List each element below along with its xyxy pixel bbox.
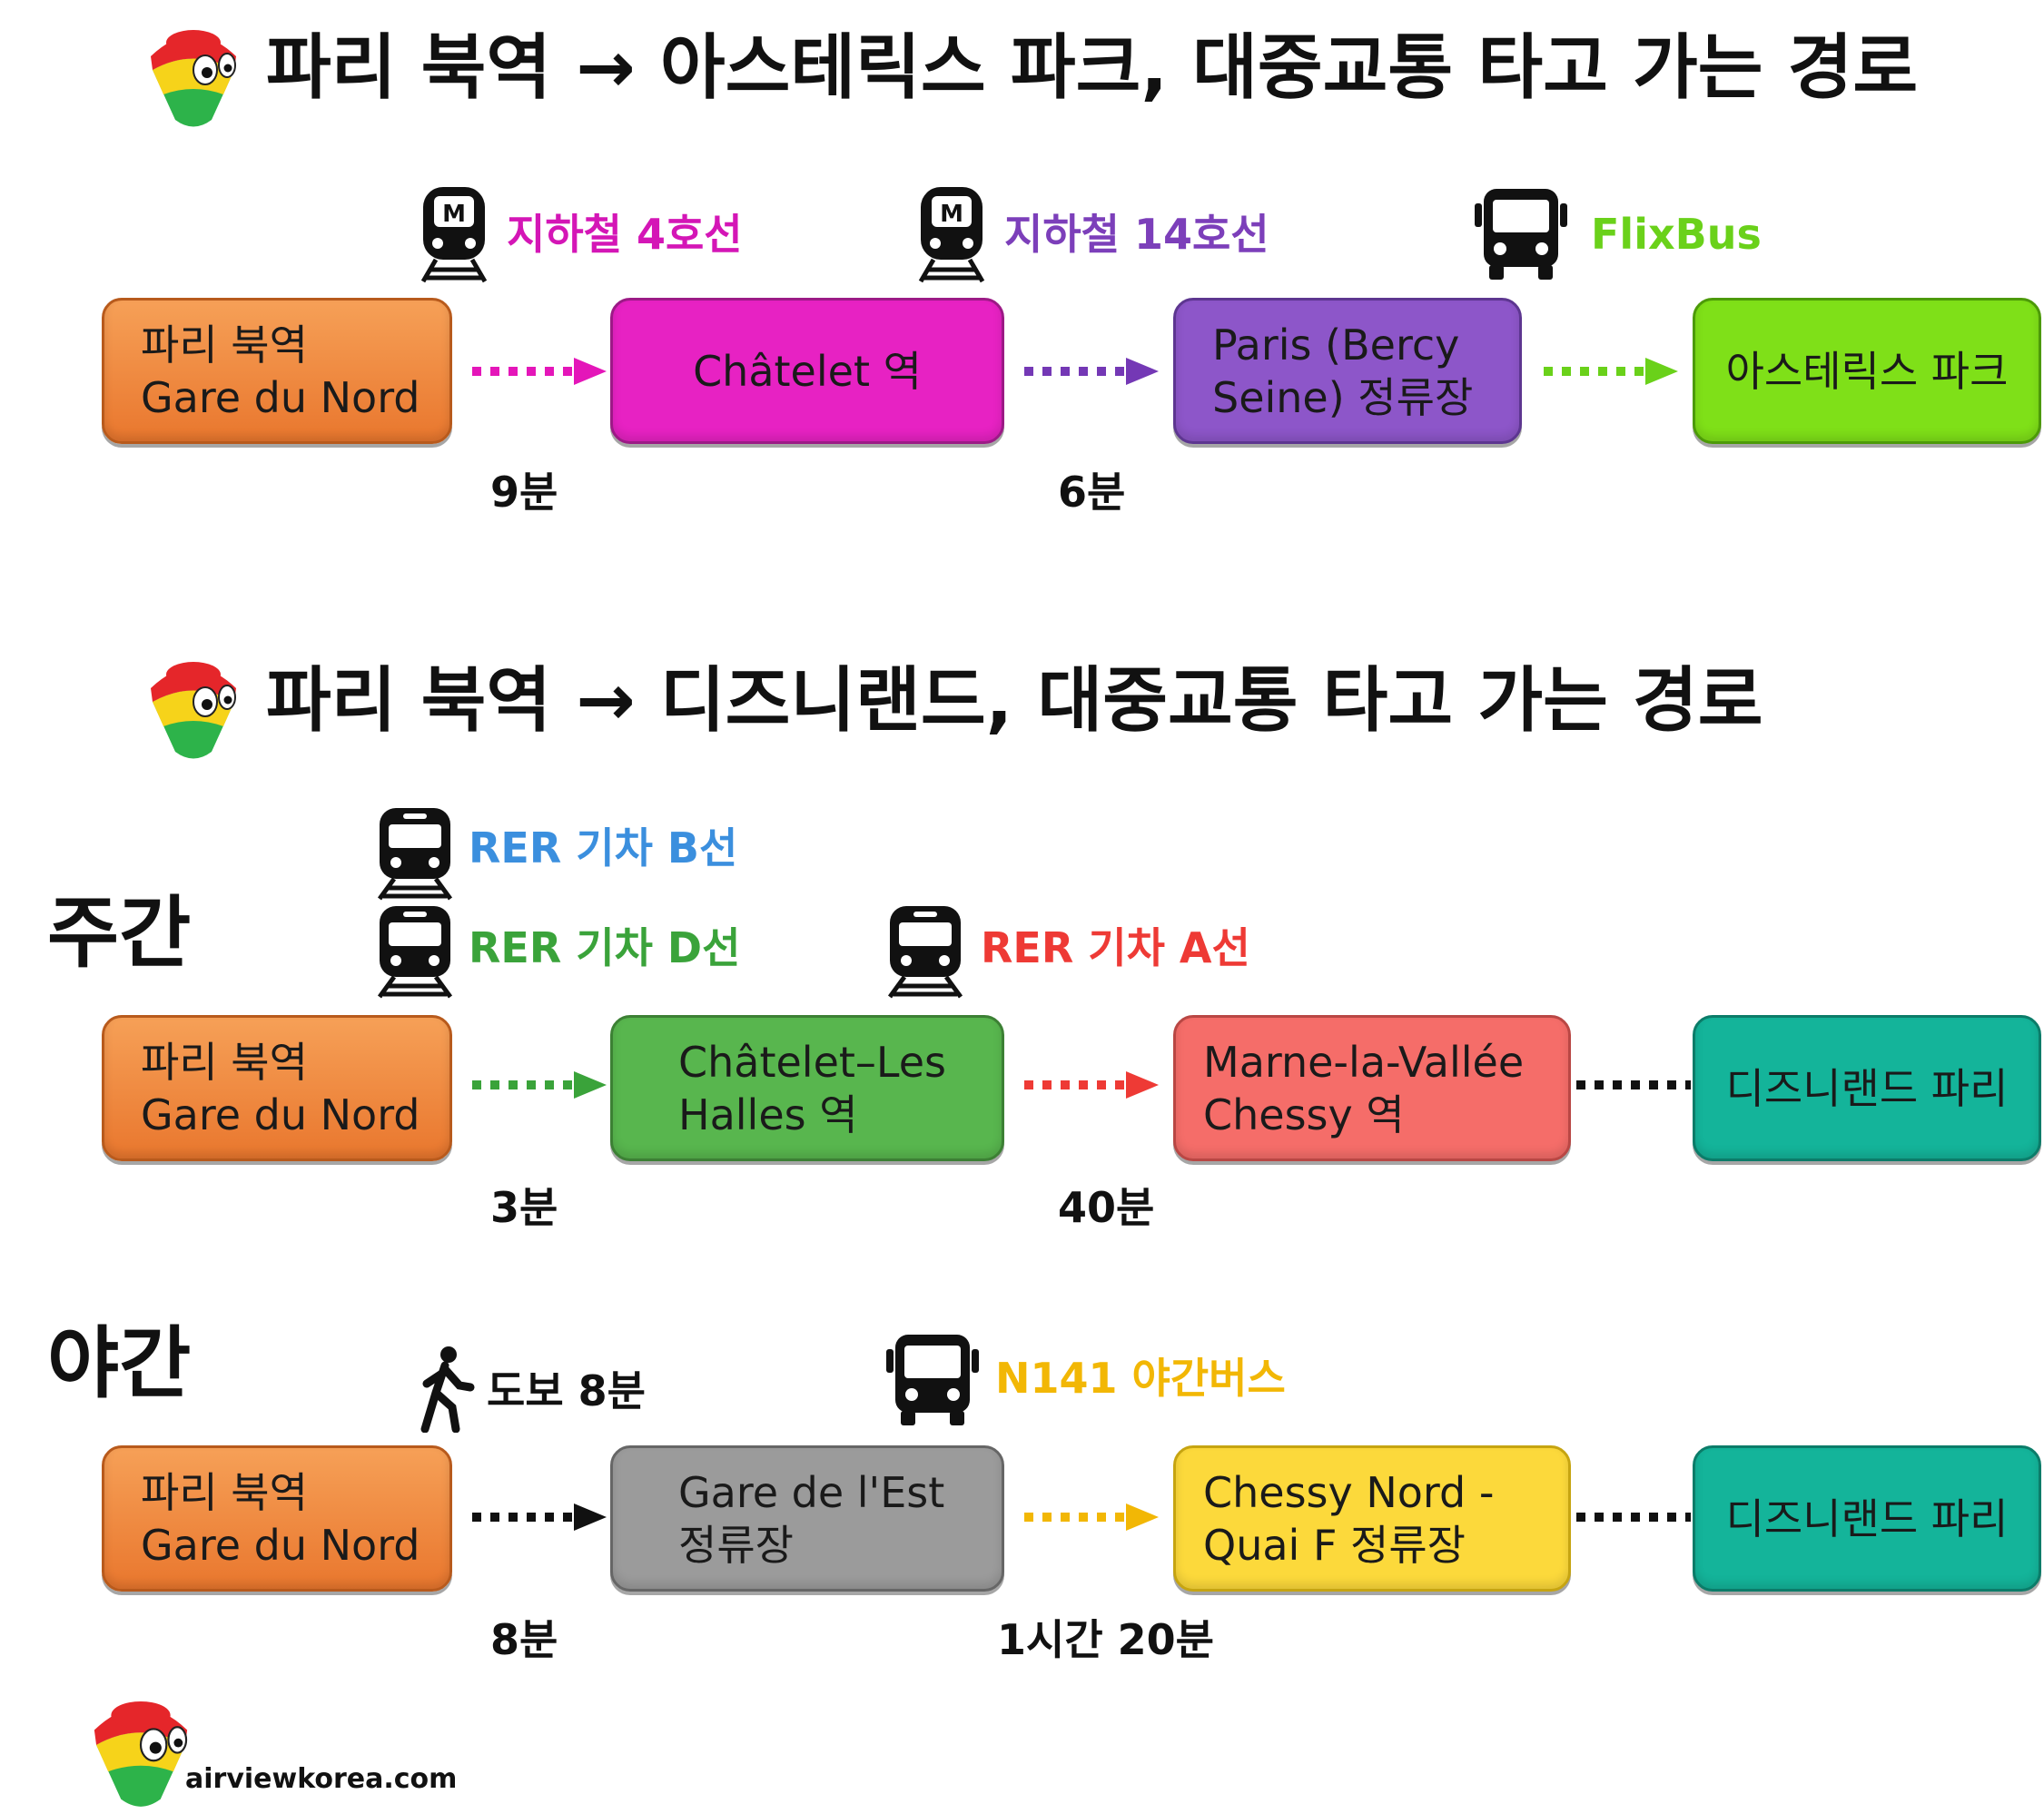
stop-label: Marne-la-Vallée Chessy 역 — [1203, 1037, 1525, 1139]
duration-label: 40분 — [1058, 1183, 1155, 1232]
transport-label-rer-a: RER 기차 A선 — [981, 923, 1250, 972]
stop-box-disneyland-paris: 디즈니랜드 파리 — [1693, 1015, 2041, 1161]
mascot-logo-icon — [151, 662, 236, 759]
duration-label: 9분 — [490, 468, 558, 517]
duration-label: 1시간 20분 — [997, 1615, 1214, 1664]
metro-icon: M — [918, 187, 985, 283]
stop-label: 파리 북역 Gare du Nord — [141, 320, 420, 422]
stop-box-chatelet: Châtelet 역 — [610, 298, 1004, 444]
svg-text:M: M — [442, 201, 466, 228]
transport-label-rer-d: RER 기차 D선 — [469, 923, 741, 972]
walking-person-icon — [420, 1346, 475, 1433]
duration-label: 8분 — [490, 1615, 558, 1664]
dotted-arrow — [1544, 358, 1678, 385]
stop-box-paris-bercy-seine: Paris (Bercy Seine) 정류장 — [1173, 298, 1522, 444]
dotted-arrow — [472, 1503, 607, 1531]
dotted-arrow — [1024, 1071, 1159, 1099]
stop-box-gare-de-l-est: Gare de l'Est 정류장 — [610, 1445, 1004, 1592]
bus-icon — [1475, 189, 1567, 280]
dotted-connector — [1576, 1080, 1691, 1089]
stop-box-chessy-nord-quai-f: Chessy Nord - Quai F 정류장 — [1173, 1445, 1571, 1592]
stop-box-marne-la-vallee-chessy: Marne-la-Vallée Chessy 역 — [1173, 1015, 1571, 1161]
mascot-logo-icon — [151, 30, 236, 127]
stop-box-chatelet-les-halles: Châtelet–Les Halles 역 — [610, 1015, 1004, 1161]
metro-icon: M — [420, 187, 488, 283]
transport-label-metro-4: 지하철 4호선 — [507, 210, 743, 259]
footer-site-link[interactable]: airviewkorea.com — [185, 1763, 458, 1795]
train-icon — [377, 906, 453, 999]
dotted-arrow — [1024, 358, 1159, 385]
transport-label-n141: N141 야간버스 — [995, 1354, 1286, 1403]
duration-label: 3분 — [490, 1183, 558, 1232]
stop-box-gare-du-nord: 파리 북역 Gare du Nord — [102, 1015, 452, 1161]
stop-label: 디즈니랜드 파리 — [1725, 1494, 2009, 1543]
dotted-connector — [1576, 1513, 1691, 1522]
dotted-arrow — [472, 358, 607, 385]
section1-title: 파리 북역 → 아스테릭스 파크, 대중교통 타고 가는 경로 — [266, 27, 1919, 109]
svg-text:M: M — [940, 201, 963, 228]
stop-label: 아스테릭스 파크 — [1725, 346, 2009, 396]
section2-title: 파리 북역 → 디즈니랜드, 대중교통 타고 가는 경로 — [266, 660, 1763, 742]
stop-label: Châtelet–Les Halles 역 — [678, 1037, 947, 1139]
period-label-day: 주간 — [47, 888, 192, 979]
stop-box-disneyland-paris: 디즈니랜드 파리 — [1693, 1445, 2041, 1592]
stop-box-gare-du-nord: 파리 북역 Gare du Nord — [102, 298, 452, 444]
period-label-night: 야간 — [47, 1318, 192, 1409]
stop-label: Gare de l'Est 정류장 — [678, 1467, 945, 1570]
stop-label: Châtelet 역 — [693, 346, 922, 396]
dotted-arrow — [1024, 1503, 1159, 1531]
stop-box-asterix-park: 아스테릭스 파크 — [1693, 298, 2041, 444]
train-icon — [887, 906, 963, 999]
stop-label: Chessy Nord - Quai F 정류장 — [1203, 1467, 1495, 1570]
stop-label: Paris (Bercy Seine) 정류장 — [1212, 320, 1474, 422]
dotted-arrow — [472, 1071, 607, 1099]
transport-label-walk: 도보 8분 — [487, 1366, 646, 1415]
transport-label-rer-b: RER 기차 B선 — [469, 823, 738, 872]
train-icon — [377, 808, 453, 901]
transport-label-flixbus: FlixBus — [1591, 210, 1762, 259]
mascot-logo-icon — [94, 1701, 188, 1807]
stop-label: 파리 북역 Gare du Nord — [141, 1037, 420, 1139]
stop-box-gare-du-nord: 파리 북역 Gare du Nord — [102, 1445, 452, 1592]
bus-icon — [886, 1335, 979, 1425]
transport-label-metro-14: 지하철 14호선 — [1004, 210, 1269, 259]
stop-label: 디즈니랜드 파리 — [1725, 1063, 2009, 1113]
stop-label: 파리 북역 Gare du Nord — [141, 1467, 420, 1570]
duration-label: 6분 — [1058, 468, 1126, 517]
